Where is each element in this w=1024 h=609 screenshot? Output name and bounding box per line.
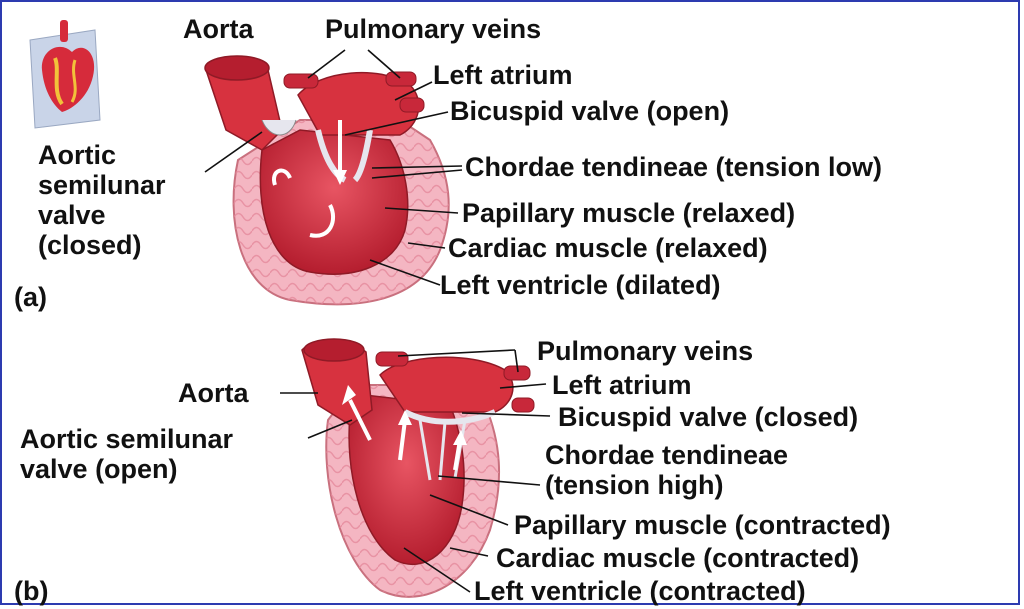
label-b-ventricle: Left ventricle (contracted) xyxy=(474,576,806,606)
label-a-aortic-valve-line2: semilunar xyxy=(38,170,166,200)
label-a-pulmonary-veins: Pulmonary veins xyxy=(325,14,541,44)
label-a-left-atrium: Left atrium xyxy=(433,60,573,90)
label-a-cardiac: Cardiac muscle (relaxed) xyxy=(448,233,768,263)
label-b-bicuspid-valve: Bicuspid valve (closed) xyxy=(558,402,858,432)
panel-a-letter: (a) xyxy=(14,282,47,313)
label-b-pulmonary-veins: Pulmonary veins xyxy=(537,336,753,366)
panel-b-letter: (b) xyxy=(14,576,48,607)
heart-a xyxy=(205,56,449,304)
label-a-chordae: Chordae tendineae (tension low) xyxy=(465,152,882,182)
label-a-papillary: Papillary muscle (relaxed) xyxy=(462,198,795,228)
label-a-aortic-valve-line4: (closed) xyxy=(38,230,142,260)
label-b-chordae-line2: (tension high) xyxy=(545,470,723,500)
label-b-aortic-valve-line1: Aortic semilunar xyxy=(20,424,233,454)
label-a-aorta: Aorta xyxy=(183,14,254,44)
label-a-aortic-valve-line3: valve xyxy=(38,200,106,230)
label-b-papillary: Papillary muscle (contracted) xyxy=(514,510,891,540)
label-a-bicuspid-valve: Bicuspid valve (open) xyxy=(450,96,729,126)
label-b-chordae-line1: Chordae tendineae xyxy=(545,440,788,470)
label-a-ventricle: Left ventricle (dilated) xyxy=(440,270,721,300)
label-b-aorta: Aorta xyxy=(178,378,249,408)
label-b-cardiac: Cardiac muscle (contracted) xyxy=(496,543,859,573)
heart-thumbnail-icon xyxy=(30,20,100,128)
label-b-aortic-valve-line2: valve (open) xyxy=(20,454,178,484)
label-a-aortic-valve-line1: Aortic xyxy=(38,140,116,170)
label-b-left-atrium: Left atrium xyxy=(552,370,692,400)
